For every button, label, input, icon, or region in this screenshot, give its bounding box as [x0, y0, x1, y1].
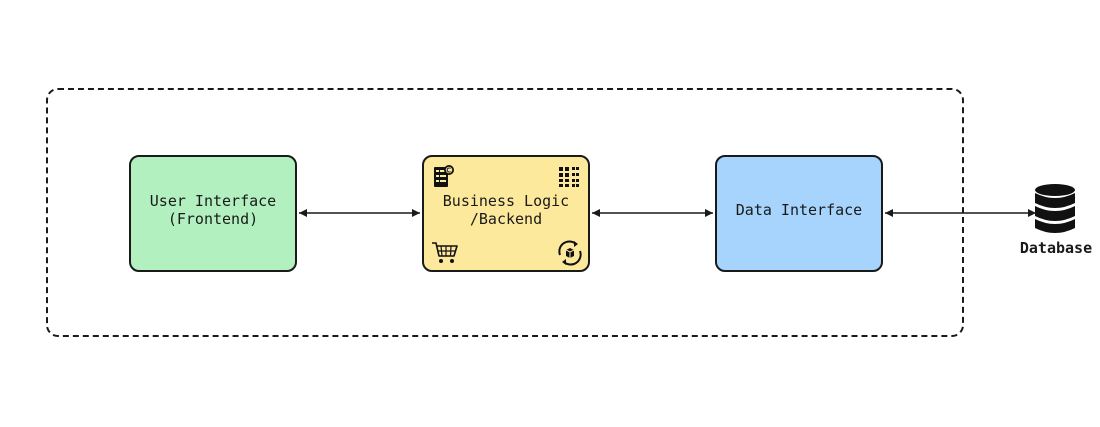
shopping-cart-icon — [432, 242, 458, 263]
document-list-icon — [434, 165, 454, 187]
database-icon — [1035, 184, 1075, 233]
business-logic-label: Business Logic /Backend — [442, 191, 570, 228]
data-interface-node: Data Interface — [715, 155, 883, 272]
business-logic-node: Business Logic /Backend — [422, 155, 590, 272]
user-interface-label: User Interface (Frontend) — [149, 191, 277, 228]
data-interface-label: Data Interface — [735, 200, 863, 219]
database-label: Database — [1019, 239, 1093, 257]
grid-dots-icon — [559, 167, 579, 187]
user-interface-node: User Interface (Frontend) — [129, 155, 297, 272]
box-sync-icon — [558, 240, 582, 266]
